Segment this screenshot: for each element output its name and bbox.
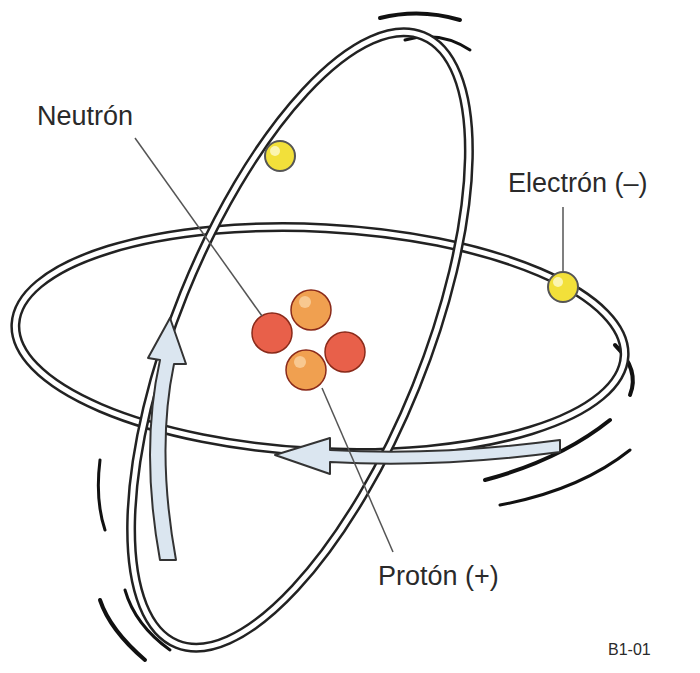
part-label: Electrón (–) (508, 170, 648, 197)
orbit-horizontal (10, 212, 631, 468)
motion-arrows (148, 318, 560, 560)
motion-strokes (98, 13, 633, 660)
nucleus (252, 290, 365, 390)
part-label: Neutrón (37, 103, 133, 130)
part-label: Protón (+) (378, 563, 499, 590)
figure-code: B1-01 (608, 642, 651, 658)
orbit-vertical (61, 0, 539, 673)
leader-lines (135, 138, 563, 552)
electrons (265, 141, 578, 302)
